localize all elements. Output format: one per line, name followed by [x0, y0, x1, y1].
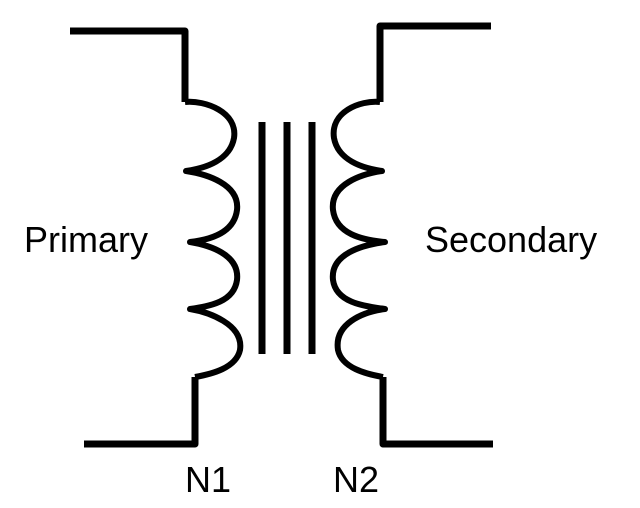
secondary-label: Secondary: [425, 219, 598, 260]
n2-label: N2: [333, 459, 380, 500]
secondary-bottom-lead: [379, 377, 493, 448]
primary-bottom-lead: [84, 377, 199, 448]
primary-coil: [183, 98, 244, 380]
primary-label: Primary: [24, 219, 148, 260]
primary-top-lead: [70, 27, 189, 102]
n1-label: N1: [185, 459, 232, 500]
secondary-coil: [329, 98, 388, 380]
secondary-top-lead: [376, 22, 491, 102]
